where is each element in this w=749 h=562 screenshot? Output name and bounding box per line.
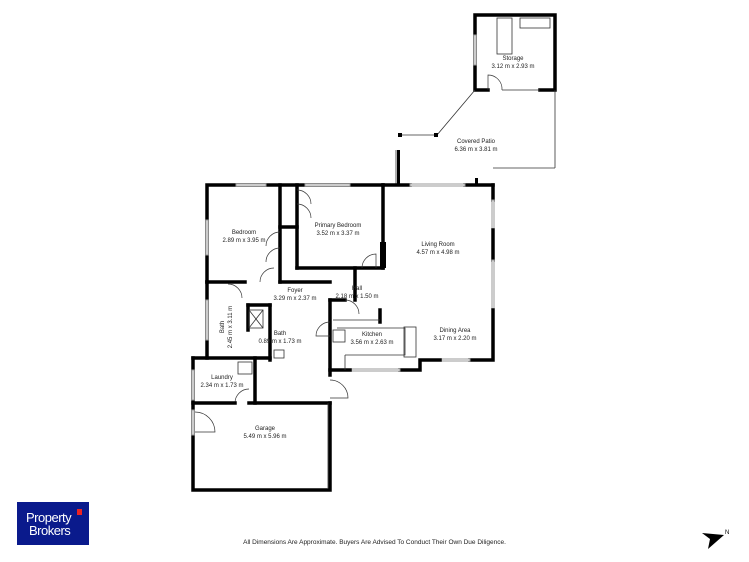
room-name: Storage: [502, 56, 524, 62]
property-brokers-logo: Property Brokers: [17, 502, 89, 545]
north-arrow-icon: N: [702, 530, 729, 549]
room-name: Living Room: [421, 242, 454, 248]
room-name: Garage: [255, 426, 276, 432]
room-dims: 2.89 m x 3.95 m: [222, 238, 265, 244]
room-name: Kitchen: [362, 332, 382, 338]
room-dims: 2.34 m x 1.73 m: [200, 383, 243, 389]
room-name: Laundry: [211, 375, 233, 381]
disclaimer: All Dimensions Are Approximate. Buyers A…: [243, 539, 506, 546]
room-dims: 3.56 m x 2.63 m: [350, 340, 393, 346]
covered-patio: [395, 89, 556, 185]
room-name: Bath: [274, 331, 286, 337]
room-labels: Storage 3.12 m x 2.93 m Covered Patio 6.…: [200, 56, 534, 440]
room-dims: 2.18 m x 1.50 m: [335, 294, 378, 300]
laundry-garage: [191, 356, 332, 492]
room-dims: 0.89 m x 1.73 m: [258, 339, 301, 345]
storage-room: [473, 13, 557, 92]
room-dims: 2.45 m x 3.11 m: [228, 306, 234, 349]
room-dims: 3.12 m x 2.93 m: [491, 64, 534, 70]
room-dims: 3.17 m x 2.20 m: [433, 336, 476, 342]
room-dims: 5.49 m x 5.96 m: [243, 434, 286, 440]
doors: [194, 189, 377, 433]
logo-badge: [77, 509, 82, 515]
room-name: Foyer: [287, 288, 302, 294]
room-name: Covered Patio: [457, 139, 496, 145]
room-name: Primary Bedroom: [315, 223, 362, 229]
room-dims: 3.29 m x 2.37 m: [273, 296, 316, 302]
logo-line2: Brokers: [29, 523, 71, 538]
room-dims: 3.52 m x 3.37 m: [316, 231, 359, 237]
room-name: Bedroom: [232, 230, 256, 236]
room-name: Bath: [220, 321, 226, 333]
interior-walls: [191, 183, 417, 405]
logo-line1: Property: [26, 510, 72, 525]
exterior-walls: [205, 178, 495, 377]
room-name: Dining Area: [439, 328, 471, 334]
room-dims: 4.57 m x 4.98 m: [416, 250, 459, 256]
north-label: N: [725, 530, 729, 536]
room-dims: 6.36 m x 3.81 m: [454, 147, 497, 153]
room-name: Hall: [352, 286, 362, 292]
